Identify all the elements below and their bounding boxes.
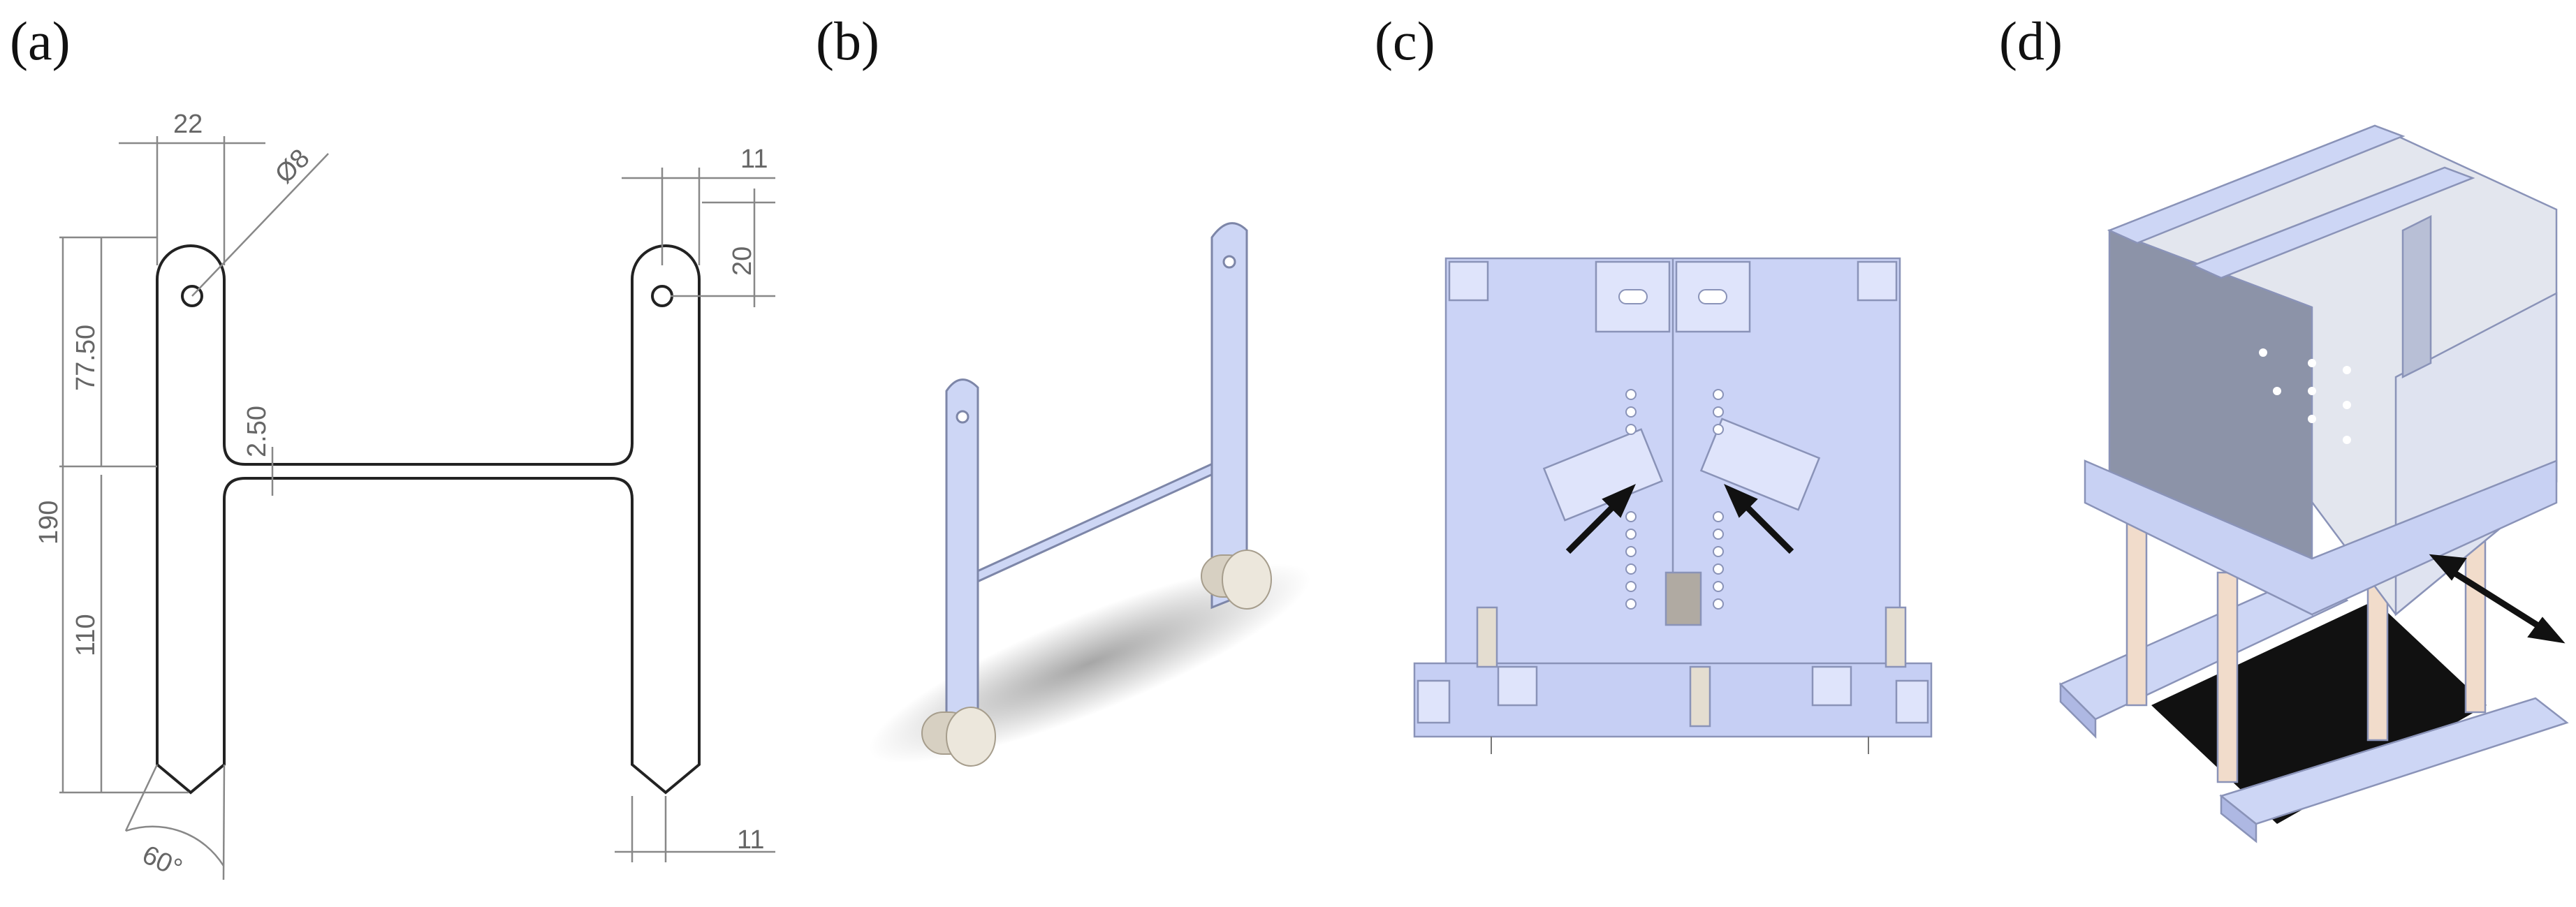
panel-b-label: (b) <box>816 10 879 71</box>
dim-hole-offset: 20 <box>728 246 757 276</box>
dim-bar-thickness: 2.50 <box>242 406 272 457</box>
panel-d: (d) <box>1984 0 2576 907</box>
dim-upper-height: 77.50 <box>71 325 101 391</box>
dim-lower-height: 110 <box>71 614 101 656</box>
panel-d-label: (d) <box>1999 10 2063 71</box>
panel-c-label: (c) <box>1375 10 1435 71</box>
front-plate-view <box>1413 257 1933 754</box>
dim-right-width: 11 <box>740 145 768 174</box>
dim-tip-angle: 60° <box>138 840 186 883</box>
panel-c: (c) <box>1369 0 1984 907</box>
h-frame-3d <box>868 222 1311 767</box>
wheel-left <box>921 707 996 767</box>
dim-bottom-width: 11 <box>737 825 764 855</box>
h-frame-drawing: 22 Ø8 11 20 77.50 2.50 190 110 60° 11 <box>34 110 775 883</box>
panel-b: (b) <box>810 0 1369 907</box>
dim-hole-dia: Ø8 <box>270 144 316 190</box>
wheel-right <box>1201 550 1272 610</box>
dim-total-height: 190 <box>34 501 64 545</box>
panel-a-label: (a) <box>10 10 71 71</box>
assembly-isometric <box>2058 124 2569 843</box>
panel-a: (a) <box>0 0 810 907</box>
dim-top-width: 22 <box>173 110 203 139</box>
